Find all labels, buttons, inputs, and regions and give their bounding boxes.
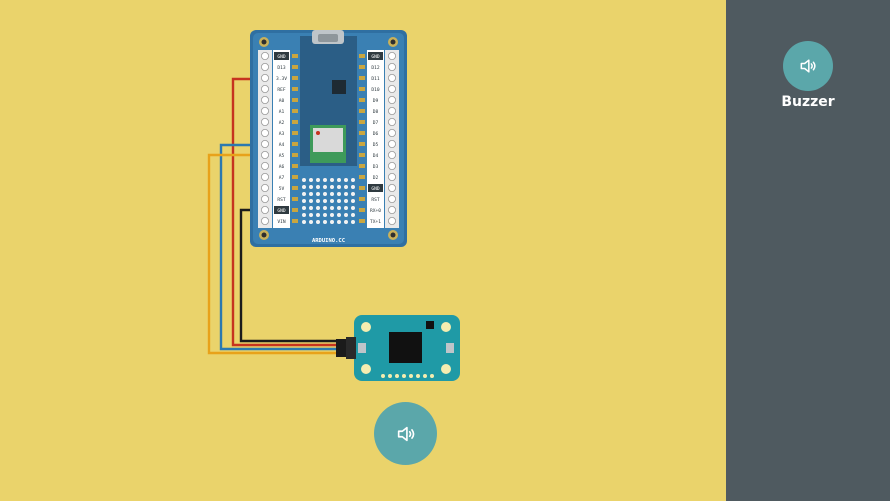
terminal-screw	[260, 205, 269, 214]
buzzer-play-button[interactable]	[374, 402, 437, 465]
terminal-screw	[387, 172, 396, 181]
pin-label-left: 3.3V	[276, 76, 287, 82]
terminal-screw	[260, 194, 269, 203]
mount-hole	[441, 322, 451, 332]
pin-label-right: GND	[371, 186, 380, 192]
arduino-board[interactable]: ARDUINO.CC GND D13 3.3V REF A0A1A2A3A4A5A6A7…	[250, 30, 407, 247]
pin-label-right: D5	[373, 142, 379, 148]
pin-label-left: A7	[279, 175, 285, 181]
pin-label-right: D3	[373, 164, 379, 170]
terminal-screw	[387, 161, 396, 170]
terminal-screw	[260, 129, 269, 138]
terminal-screw	[260, 63, 269, 72]
terminal-screw	[260, 140, 269, 149]
terminal-screw	[387, 183, 396, 192]
proto-grid	[302, 178, 355, 224]
wire-orange	[207, 153, 340, 355]
terminal-screw	[260, 85, 269, 94]
speaker-icon	[800, 59, 816, 73]
wire-blue	[219, 143, 340, 351]
pin-label-right: D8	[373, 109, 379, 115]
pin-label-right: RST	[371, 197, 380, 203]
pin-label-right: GND	[371, 54, 380, 60]
terminal-screw	[260, 183, 269, 192]
terminal-screw	[260, 161, 269, 170]
pin-label-left: REF	[277, 87, 286, 93]
speaker-icon	[397, 426, 414, 441]
terminal-screw	[387, 151, 396, 160]
terminal-screw	[260, 51, 269, 60]
pin-label-right: RX+0	[370, 208, 381, 214]
terminal-screw	[387, 118, 396, 127]
mount-hole	[361, 322, 371, 332]
pin-label-left: D13	[277, 65, 286, 71]
terminal-screw	[260, 216, 269, 225]
terminal-screw	[387, 96, 396, 105]
pin-label-left: A1	[279, 109, 285, 115]
pin-label-right: D6	[373, 131, 379, 137]
pin-label-right: D4	[373, 153, 379, 159]
buzzer-module[interactable]	[336, 315, 461, 381]
pin-label-left: GND	[277, 54, 286, 60]
pin-label-left: A5	[279, 153, 285, 159]
terminal-screw	[260, 172, 269, 181]
pin-label-left: VIN	[277, 219, 286, 225]
buzzer-chip	[389, 332, 422, 363]
wire-red	[231, 77, 340, 347]
pin-label-right: D7	[373, 120, 379, 126]
terminal-screw	[387, 107, 396, 116]
mount-hole	[361, 364, 371, 374]
pin-label-right: D9	[373, 98, 379, 104]
pin-label-left: A2	[279, 120, 285, 126]
component-label: Buzzer	[781, 94, 835, 110]
pin-label-right: D2	[373, 175, 379, 181]
pin-label-left: A6	[279, 164, 285, 170]
brand-text: ARDUINO.CC	[312, 238, 345, 244]
header-pins-right	[359, 51, 396, 225]
buzzer-component-button[interactable]	[783, 41, 833, 91]
terminal-screw	[260, 107, 269, 116]
terminal-screw	[387, 205, 396, 214]
terminal-screw	[387, 51, 396, 60]
pin-label-left: RST	[277, 197, 286, 203]
pin-label-left: GND	[277, 208, 286, 214]
header-pins-left	[260, 51, 298, 225]
terminal-screw	[387, 140, 396, 149]
terminal-screw	[387, 63, 396, 72]
terminal-screw	[260, 151, 269, 160]
mount-hole	[441, 364, 451, 374]
pin-label-right: TX+1	[370, 219, 381, 225]
pin-label-right: D10	[371, 87, 380, 93]
terminal-screw	[260, 118, 269, 127]
terminal-screw	[260, 74, 269, 83]
pin-label-left: A4	[279, 142, 285, 148]
terminal-screw	[387, 129, 396, 138]
pin-label-left: 5V	[279, 186, 285, 192]
pin-label-left: A0	[279, 98, 285, 104]
terminal-screw	[387, 74, 396, 83]
terminal-screw	[387, 85, 396, 94]
terminal-screw	[387, 194, 396, 203]
pin-label-left: A3	[279, 131, 285, 137]
terminal-screw	[260, 96, 269, 105]
terminal-screw	[387, 216, 396, 225]
pin-label-right: D12	[371, 65, 380, 71]
pin-label-right: D11	[371, 76, 380, 82]
